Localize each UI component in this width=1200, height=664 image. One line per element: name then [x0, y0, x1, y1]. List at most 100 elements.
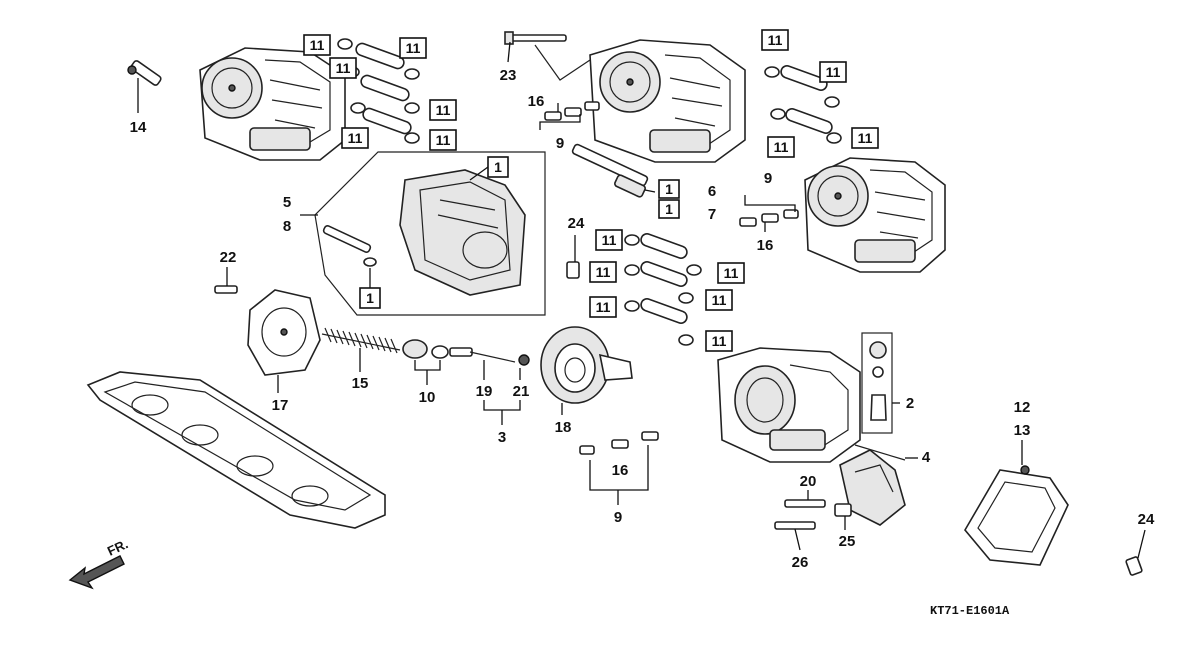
svg-text:11: 11 — [406, 40, 421, 56]
o-ring-box-label: 11 — [399, 37, 427, 59]
callout-24: 24 — [1138, 511, 1155, 528]
float-valve-box-label: 1 — [359, 287, 381, 309]
svg-text:11: 11 — [774, 139, 789, 155]
carburetor-body-lower — [717, 347, 861, 463]
screw-set-bottom — [579, 431, 659, 455]
diaphragm-piston — [540, 326, 633, 404]
front-label: FR. — [105, 536, 130, 558]
svg-text:11: 11 — [602, 232, 617, 248]
o-ring-box-label: 11 — [429, 129, 457, 151]
vacuum-spring — [321, 327, 401, 354]
washer-25 — [834, 503, 852, 517]
needle-box-label: 1 — [658, 179, 680, 199]
callout-6: 6 — [708, 183, 716, 200]
callout-18: 18 — [555, 419, 572, 436]
svg-text:11: 11 — [596, 264, 611, 280]
callout-21: 21 — [513, 383, 530, 400]
o-ring-box-label: 11 — [329, 57, 357, 79]
svg-text:11: 11 — [596, 299, 611, 315]
callout-8: 8 — [283, 218, 291, 235]
svg-text:11: 11 — [724, 265, 739, 281]
callout-23: 23 — [500, 67, 517, 84]
svg-text:11: 11 — [336, 60, 351, 76]
joint-pipes-top-right — [764, 65, 842, 144]
o-ring-box-label: 11 — [705, 330, 733, 352]
svg-text:1: 1 — [665, 181, 673, 197]
carburetor-body-top-center — [589, 39, 746, 163]
screw-22 — [214, 285, 238, 294]
o-ring-box-label: 11 — [705, 289, 733, 311]
svg-text:11: 11 — [826, 64, 841, 80]
svg-text:1: 1 — [665, 201, 673, 217]
callout-3: 3 — [498, 429, 506, 446]
callout-17: 17 — [272, 397, 289, 414]
needle-box-label: 1 — [658, 199, 680, 219]
o-ring-box-label: 11 — [767, 136, 795, 158]
float-chamber — [964, 465, 1069, 566]
callout-4: 4 — [922, 449, 931, 466]
needle-clip — [518, 354, 530, 366]
screw-24-center — [566, 261, 580, 279]
front-arrow-icon — [68, 555, 125, 590]
o-ring-box-label: 11 — [303, 34, 331, 56]
svg-text:11: 11 — [712, 333, 727, 349]
screw-set-top — [544, 101, 600, 121]
o-ring-box-label: 11 — [589, 261, 617, 283]
svg-text:11: 11 — [768, 32, 783, 48]
callout-16: 16 — [757, 237, 774, 254]
callout-24: 24 — [568, 215, 585, 232]
bolt-26 — [774, 521, 816, 530]
float-valve-assembly — [861, 332, 893, 434]
o-ring-box-label: 11 — [851, 127, 879, 149]
callout-9: 9 — [556, 135, 564, 152]
callout-25: 25 — [839, 533, 856, 550]
callout-22: 22 — [220, 249, 237, 266]
o-ring-box-label: 11 — [717, 262, 745, 284]
callout-13: 13 — [1014, 422, 1031, 439]
callout-7: 7 — [708, 206, 716, 223]
screw-set-right — [739, 209, 799, 227]
o-ring-box-label: 11 — [341, 127, 369, 149]
needle-jet-holder: 1 1 — [571, 143, 680, 219]
float-gasket-box-label: 1 — [487, 156, 509, 178]
callout-10: 10 — [419, 389, 436, 406]
callout-26: 26 — [792, 554, 809, 571]
carburetor-body-top-left — [199, 47, 346, 161]
callout-19: 19 — [476, 383, 493, 400]
callout-15: 15 — [352, 375, 369, 392]
svg-text:1: 1 — [494, 159, 502, 175]
svg-text:11: 11 — [436, 132, 451, 148]
float — [839, 444, 906, 526]
svg-text:11: 11 — [348, 130, 363, 146]
svg-text:11: 11 — [858, 130, 873, 146]
needle-holder — [402, 339, 473, 359]
jet-needle — [469, 351, 516, 363]
callout-2: 2 — [906, 395, 914, 412]
link-bolt — [504, 31, 591, 81]
callout-9: 9 — [614, 509, 622, 526]
screw-24-right — [1125, 556, 1143, 576]
svg-text:1: 1 — [366, 290, 374, 306]
callout-16: 16 — [528, 93, 545, 110]
joint-pipes-center — [624, 233, 702, 346]
svg-text:11: 11 — [310, 37, 325, 53]
callout-20: 20 — [800, 473, 817, 490]
fuel-fitting — [127, 60, 162, 86]
o-ring-box-label: 11 — [819, 61, 847, 83]
carburetor-body-right — [804, 157, 946, 273]
drawing-code: KT71-E1601A — [930, 604, 1010, 618]
callout-5: 5 — [283, 194, 291, 211]
top-cover — [247, 289, 321, 376]
leader-lines — [137, 41, 1146, 559]
o-ring-box-label: 11 — [761, 29, 789, 51]
callout-16: 16 — [612, 462, 629, 479]
o-ring-box-label: 11 — [589, 296, 617, 318]
svg-text:11: 11 — [436, 102, 451, 118]
o-ring-box-label: 11 — [595, 229, 623, 251]
callout-labels: 14 23 16 9 5 8 1 6 7 9 16 24 22 17 15 10… — [130, 67, 1155, 571]
o-ring-box-labels: 11 11 11 11 11 11 11 11 11 11 11 11 11 1… — [303, 29, 879, 352]
svg-text:11: 11 — [712, 292, 727, 308]
callout-12: 12 — [1014, 399, 1031, 416]
callout-14: 14 — [130, 119, 147, 136]
